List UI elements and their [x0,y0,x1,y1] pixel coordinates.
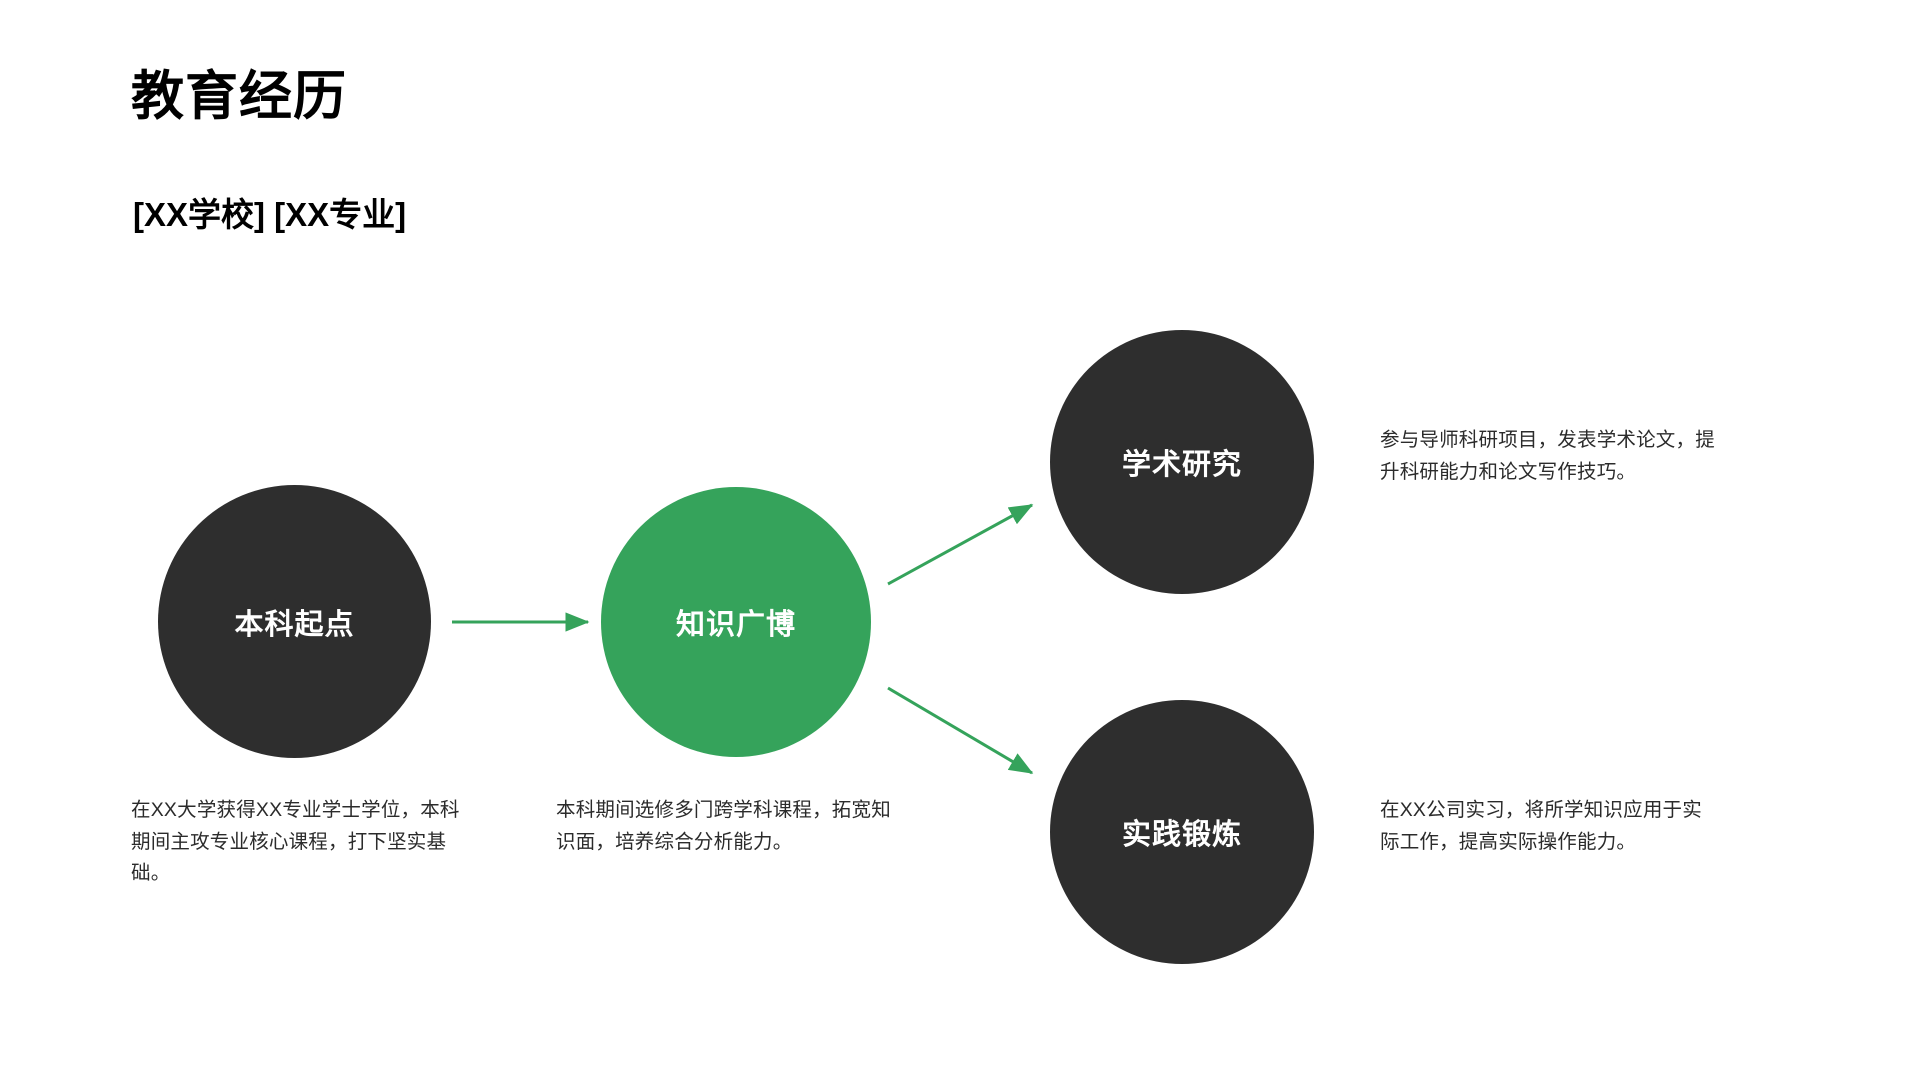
node-start-label: 本科起点 [234,608,355,641]
description-research: 参与导师科研项目，发表学术论文，提升科研能力和论文写作技巧。 [1380,429,1715,483]
description-start: 在XX大学获得XX专业学士学位，本科期间主攻专业核心课程，打下坚实基础。 [131,799,460,885]
description-knowledge: 本科期间选修多门跨学科课程，拓宽知识面，培养综合分析能力。 [556,799,891,853]
node-research-label: 学术研究 [1121,449,1242,481]
description-practice: 在XX公司实习，将所学知识应用于实际工作，提高实际操作能力。 [1380,799,1702,853]
node-practice-label: 实践锻炼 [1121,819,1242,851]
page-title: 教育经历 [131,67,347,126]
node-knowledge[interactable]: 知识广博 [601,487,871,757]
page-subtitle: [XX学校] [XX专业] [133,196,407,233]
node-knowledge-label: 知识广博 [675,609,796,641]
node-practice[interactable]: 实践锻炼 [1050,700,1314,964]
arrow-knowledge-to-research [887,503,1034,586]
arrow-knowledge-to-practice [887,686,1034,775]
node-start[interactable]: 本科起点 [158,485,431,758]
node-research[interactable]: 学术研究 [1050,330,1314,594]
